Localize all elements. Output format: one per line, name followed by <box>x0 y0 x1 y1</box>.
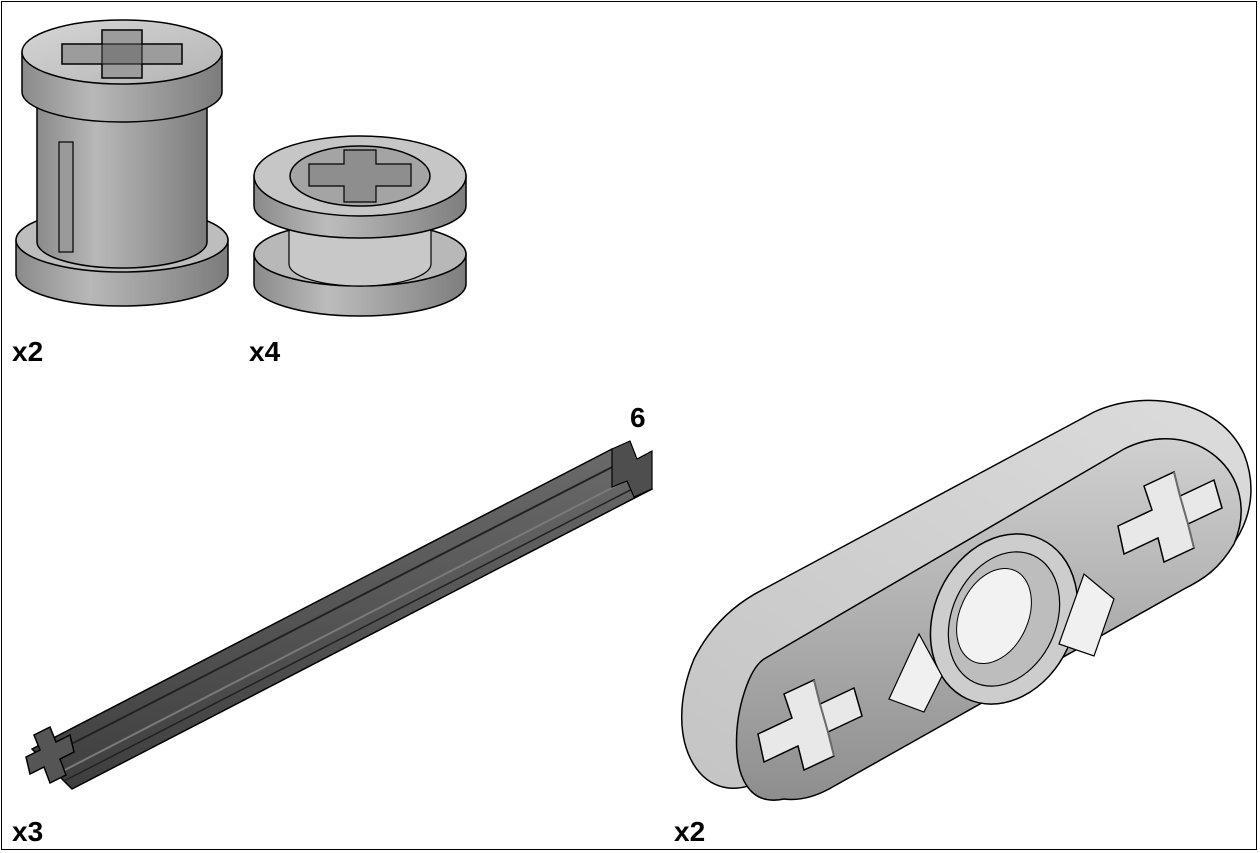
half-bush-quantity: x4 <box>249 336 281 367</box>
half-bush-part-image <box>253 135 467 317</box>
bush-quantity: x2 <box>12 336 44 367</box>
bush-part-image <box>15 19 229 307</box>
axle-length-label: 6 <box>630 404 646 432</box>
axle-quantity: x3 <box>12 816 44 847</box>
liftarm-quantity: x2 <box>674 816 706 847</box>
axle-part-image <box>25 440 654 790</box>
liftarm-part-image <box>680 399 1252 801</box>
